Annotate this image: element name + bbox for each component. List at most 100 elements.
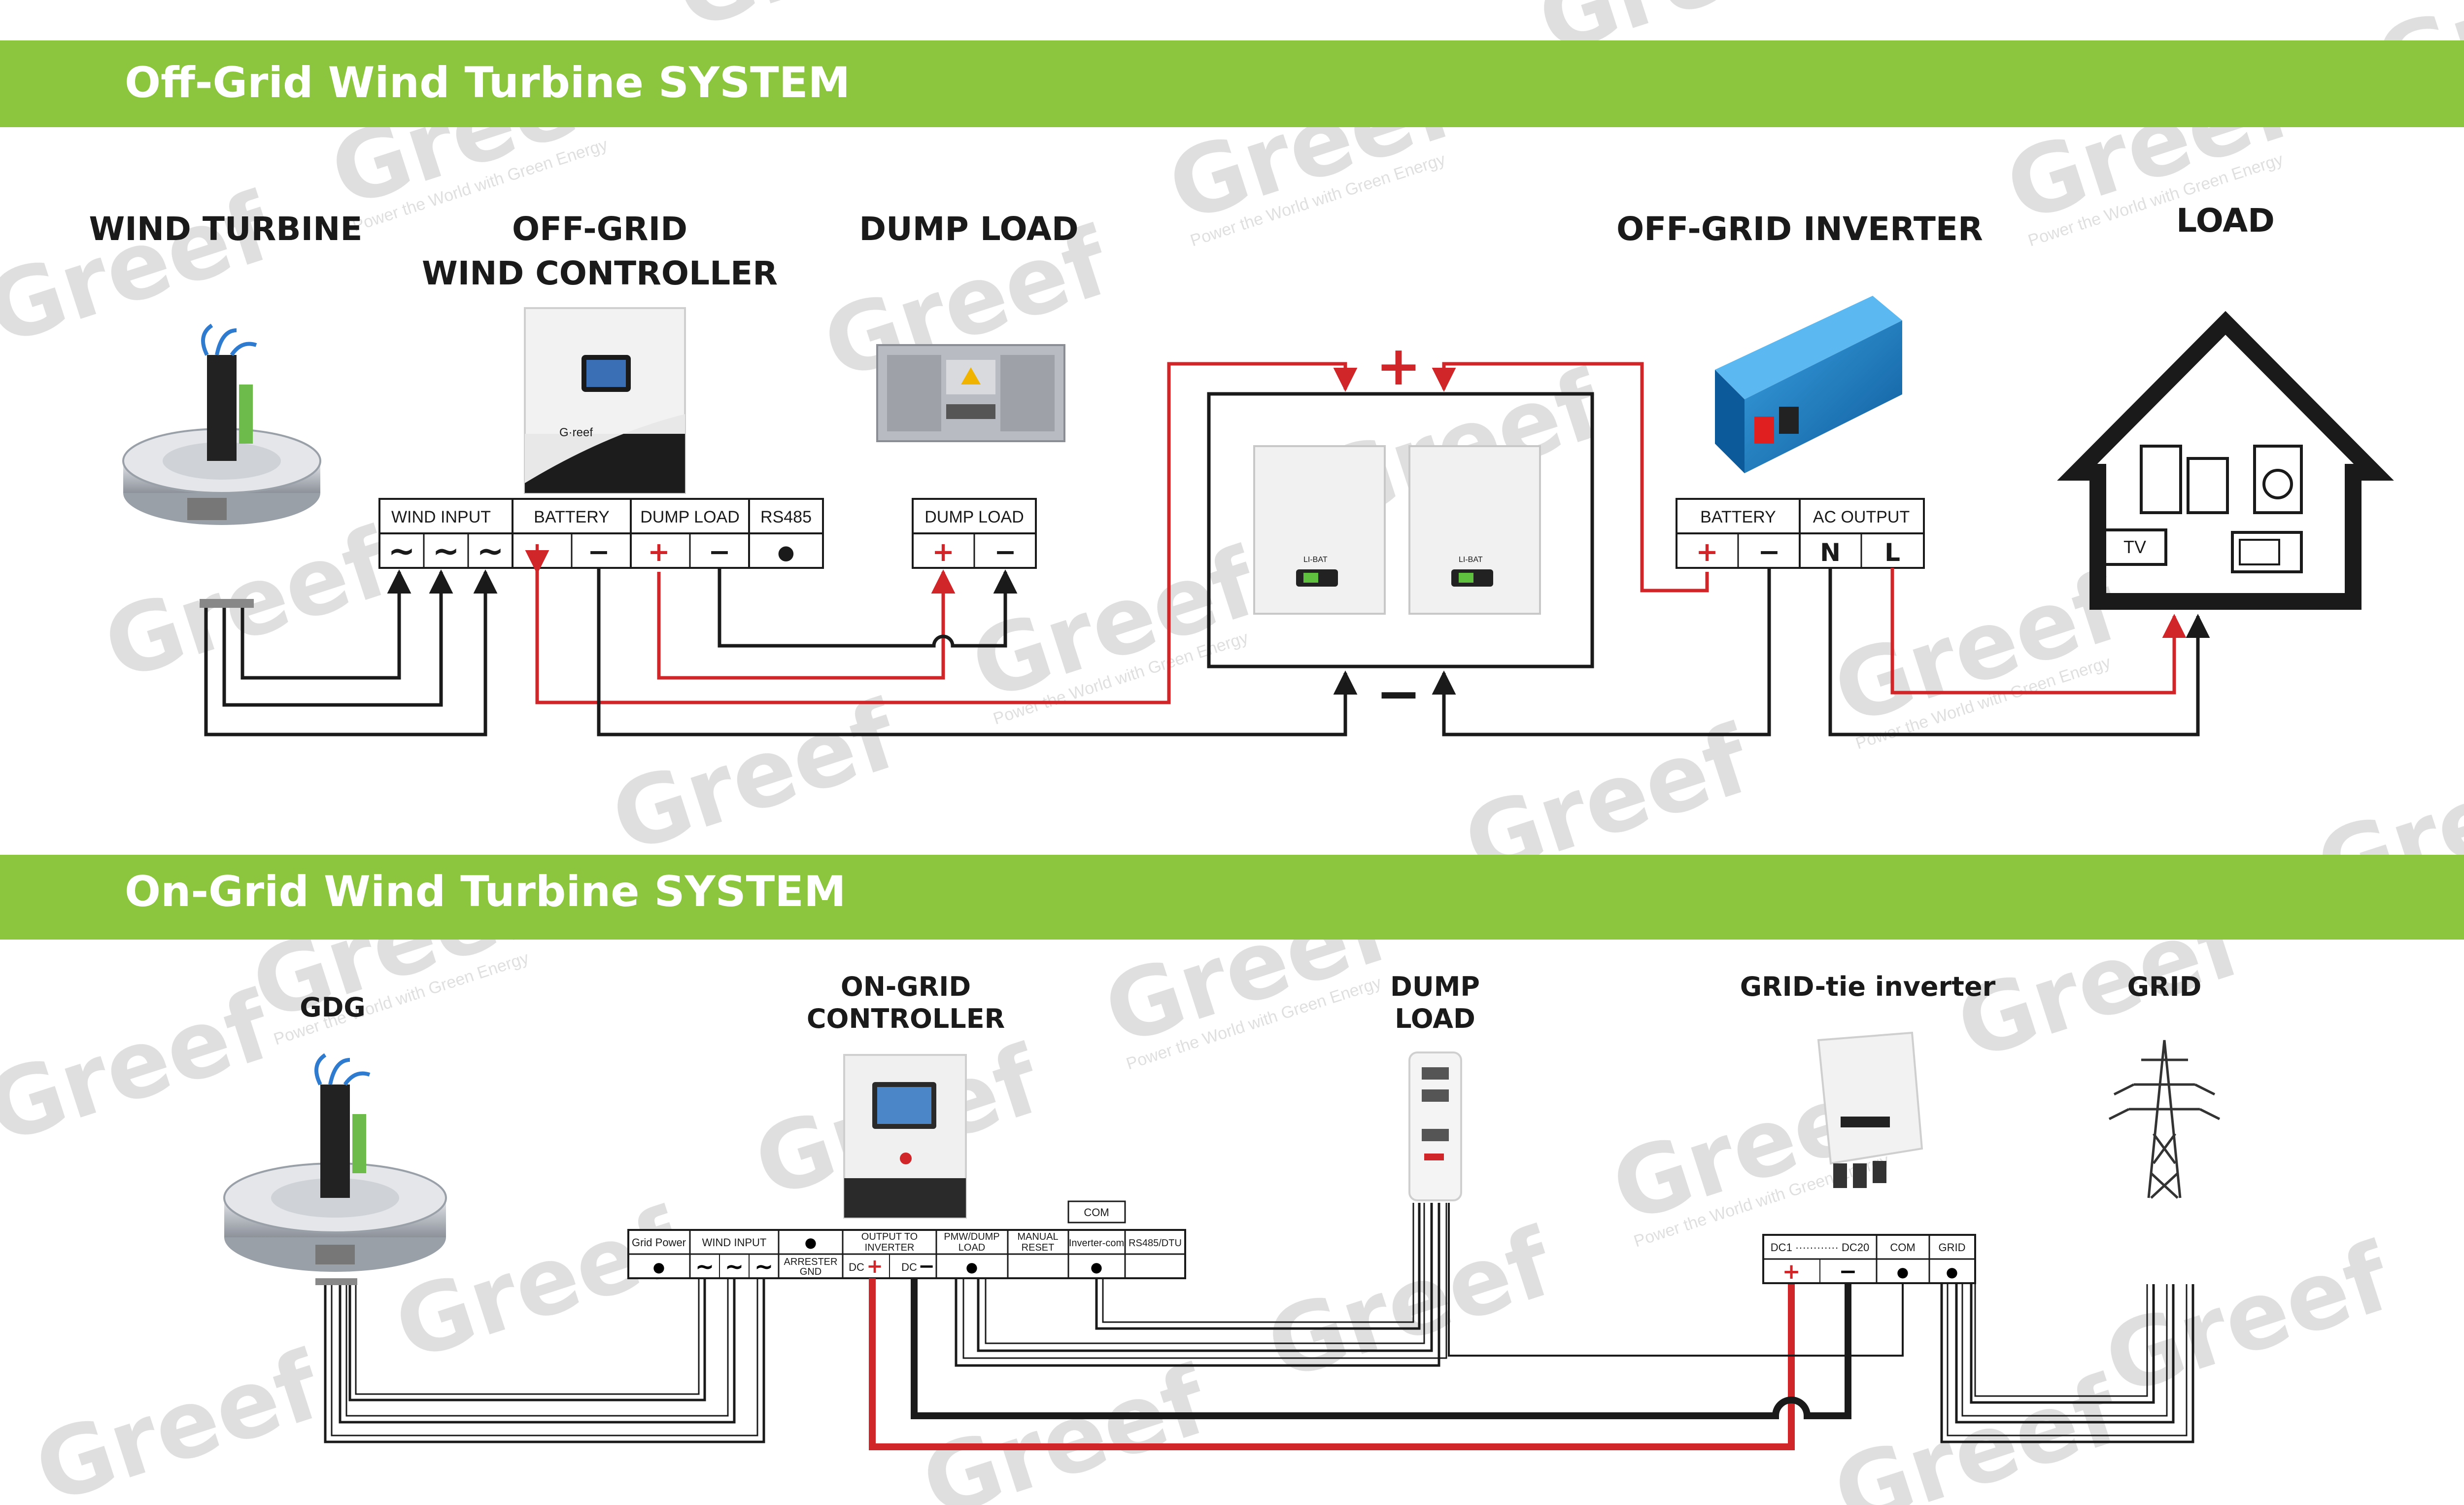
inverter-n: N — [1820, 538, 1841, 567]
terminal-battery-label: BATTERY — [534, 508, 610, 526]
terminal-battery-minus: − — [587, 536, 610, 567]
ongrid-banner — [0, 855, 2464, 940]
terminal-pmw-2: LOAD — [958, 1242, 985, 1253]
gridtie-grid: GRID — [1939, 1241, 1966, 1254]
ongrid-dump-title-2: LOAD — [1395, 1003, 1475, 1034]
battery-unit-2: LI-BAT — [1408, 445, 1541, 615]
watermark-text: Greef — [1821, 552, 2133, 746]
terminal-manual-2: RESET — [1022, 1242, 1055, 1253]
terminal-battery-plus: + — [526, 536, 548, 567]
dumpload-plus: + — [932, 536, 954, 567]
inverter-l: L — [1884, 538, 1900, 567]
terminal-arrester-2: GND — [800, 1266, 821, 1277]
terminal-ac-c: ~ — [754, 1253, 774, 1280]
terminal-grid-dot: ● — [653, 1259, 665, 1275]
ongrid-wires — [315, 1203, 2194, 1450]
offgrid-controller-terminals: WIND INPUT BATTERY DUMP LOAD RS485 ~ ~ ~… — [378, 498, 824, 570]
battery-plus-symbol: + — [1376, 334, 1421, 397]
gridtie-minus: − — [1839, 1259, 1857, 1284]
terminal-invcom-dot: ● — [1091, 1259, 1102, 1275]
watermark-text: Greef — [0, 971, 284, 1165]
wind-turbine-generator — [122, 323, 321, 525]
terminal-dump-minus: − — [708, 536, 730, 567]
terminal-dc-plus-label: DC — [849, 1261, 864, 1273]
terminal-dump-load-label: DUMP LOAD — [640, 508, 740, 526]
gridtie-title: GRID-tie inverter — [1740, 971, 1996, 1002]
battery-unit-1: LI-BAT — [1253, 445, 1386, 615]
terminal-dot: ● — [805, 1234, 817, 1251]
tv-label: TV — [2123, 537, 2146, 557]
controller-brand: G·reef — [559, 426, 593, 439]
house-load-icon: TV — [2057, 311, 2394, 610]
terminal-pmw-dot: ● — [966, 1259, 978, 1275]
dump-load-title: DUMP LOAD — [859, 210, 1078, 248]
watermark-text: Greef — [2092, 1223, 2404, 1416]
offgrid-banner — [0, 40, 2464, 127]
inverter-minus: − — [1758, 536, 1780, 567]
offgrid-inverter-device — [1715, 296, 1902, 473]
dumpload-terminal-label: DUMP LOAD — [924, 508, 1024, 526]
terminal-dc-minus-label: DC — [901, 1261, 917, 1273]
terminal-dump-plus: + — [648, 536, 670, 567]
terminal-wind-input-label: WIND INPUT — [391, 508, 491, 526]
gridtie-inverter-device — [1817, 1031, 1923, 1188]
terminal-rs485-dot: ● — [778, 541, 795, 564]
terminal-ac-1: ~ — [388, 532, 415, 570]
gridtie-com: COM — [1890, 1241, 1915, 1254]
terminal-dc-plus: + — [866, 1255, 883, 1278]
gridtie-dc-range: DC1 ············ DC20 — [1771, 1241, 1869, 1254]
watermark-text: Greef — [1255, 1208, 1566, 1401]
grid-tower-icon — [2108, 1040, 2221, 1199]
terminal-grid-power: Grid Power — [632, 1236, 686, 1249]
offgrid-controller-title-2: WIND CONTROLLER — [422, 254, 778, 292]
terminal-ac-a: ~ — [695, 1253, 715, 1280]
battery-enclosure — [1207, 392, 1594, 668]
battery-brand: LI-BAT — [1459, 556, 1483, 564]
wind-turbine-title: WIND TURBINE — [89, 210, 363, 248]
terminal-rs485-dtu: RS485/DTU — [1129, 1238, 1182, 1249]
ongrid-dump-load-device — [1408, 1051, 1462, 1201]
inverter-ac-output-label: AC OUTPUT — [1813, 508, 1910, 526]
grid-title: GRID — [2127, 971, 2202, 1002]
terminal-output-2: INVERTER — [865, 1242, 915, 1253]
terminal-ac-b: ~ — [725, 1253, 744, 1280]
offgrid-wires — [200, 362, 2210, 736]
offgrid-inverter-terminals: BATTERY AC OUTPUT + − N L — [1676, 498, 1925, 569]
terminal-ac-2: ~ — [432, 532, 459, 570]
terminal-arrester-1: ARRESTER — [784, 1257, 838, 1267]
watermark-text: Greef — [599, 680, 911, 874]
ongrid-banner-title: On-Grid Wind Turbine SYSTEM — [125, 867, 846, 916]
battery-minus-symbol: − — [1376, 662, 1421, 725]
gdg-title: GDG — [300, 992, 365, 1023]
gdg-generator — [223, 1053, 447, 1272]
terminal-manual-1: MANUAL — [1017, 1231, 1058, 1242]
ongrid-controller-title-1: ON-GRID — [841, 971, 971, 1002]
watermark-text: Greef — [910, 1346, 1221, 1505]
terminal-dc-minus: − — [918, 1255, 935, 1278]
terminal-wind-input: WIND INPUT — [702, 1236, 767, 1249]
watermark-text: Greef — [23, 1331, 334, 1505]
dumpload-minus: − — [994, 536, 1016, 567]
offgrid-controller-device: G·reef — [524, 307, 686, 494]
gridtie-com-dot: ● — [1897, 1264, 1909, 1280]
offgrid-inverter-title: OFF-GRID INVERTER — [1616, 210, 1983, 248]
battery-brand: LI-BAT — [1303, 556, 1328, 564]
ongrid-controller-device — [843, 1054, 967, 1219]
watermark-text: Greef — [1821, 1356, 2133, 1505]
terminal-com-label: COM — [1084, 1206, 1109, 1219]
inverter-battery-label: BATTERY — [1700, 508, 1776, 526]
ongrid-controller-terminals: COM Grid Power WIND INPUT ● OUTPUT TO IN… — [627, 1200, 1186, 1280]
offgrid-banner-title: Off-Grid Wind Turbine SYSTEM — [125, 58, 850, 107]
terminal-rs485-label: RS485 — [760, 508, 812, 526]
terminal-pmw-1: PMW/DUMP — [944, 1231, 999, 1242]
terminal-ac-3: ~ — [477, 532, 504, 570]
gridtie-terminals: DC1 ············ DC20 COM GRID + − ● ● — [1762, 1234, 1976, 1284]
gridtie-plus: + — [1782, 1259, 1801, 1284]
gridtie-grid-dot: ● — [1946, 1264, 1958, 1280]
offgrid-dumpload-terminals: DUMP LOAD + − — [912, 498, 1037, 569]
offgrid-controller-title-1: OFF-GRID — [512, 210, 687, 248]
ongrid-dump-title-1: DUMP — [1390, 971, 1480, 1002]
terminal-inverter-com: Inverter-com — [1069, 1238, 1124, 1249]
